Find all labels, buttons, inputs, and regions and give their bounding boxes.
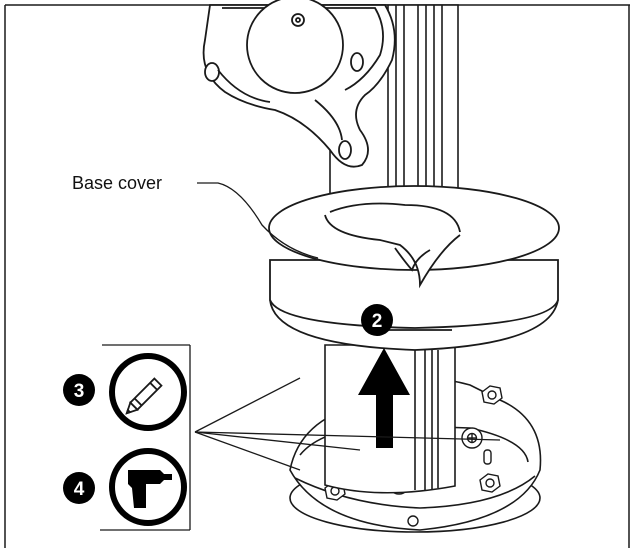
up-arrow xyxy=(358,348,410,448)
step-3-item: 3 xyxy=(63,353,187,431)
step-3-number: 3 xyxy=(74,381,85,402)
step-4-number: 4 xyxy=(74,479,85,500)
base-cover-label: Base cover xyxy=(72,173,162,193)
step-2-number: 2 xyxy=(372,311,383,332)
step-2-badge: 2 xyxy=(361,304,393,336)
bolt-right xyxy=(479,473,501,493)
step-4-item: 4 xyxy=(63,448,187,526)
bolt-back-right xyxy=(481,385,503,405)
vesa-mount-plate xyxy=(202,0,396,168)
tool-callout-box xyxy=(100,344,501,531)
base-cover xyxy=(268,185,560,351)
base-cover-callout: Base cover xyxy=(72,173,319,259)
drill-icon xyxy=(109,448,187,526)
screw-front-right xyxy=(461,427,483,449)
pencil-icon xyxy=(109,353,187,431)
